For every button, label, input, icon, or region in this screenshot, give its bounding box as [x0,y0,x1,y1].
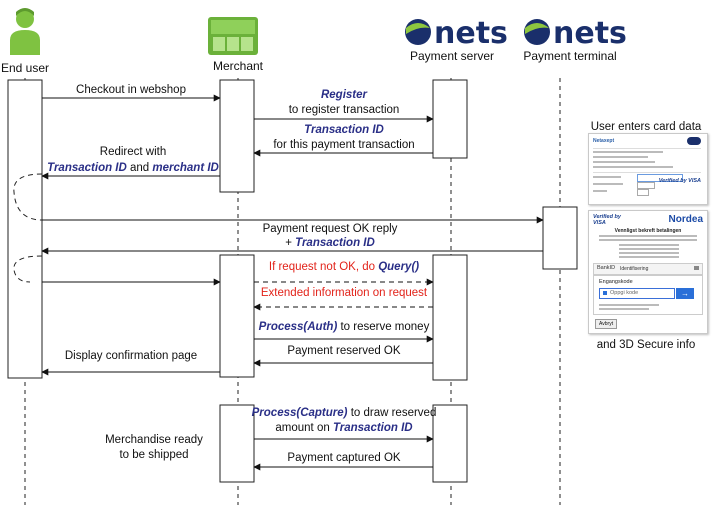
lock-icon [603,291,607,295]
redirect-loop [13,173,43,221]
bankid-label: BankID [597,265,616,271]
nets-logo-server: nets [405,16,508,51]
activation-server-2 [432,254,468,381]
msg-ready-line1: Merchandise ready [105,434,203,446]
payreq-txid: Transaction ID [295,237,375,249]
card-entry-screenshot: Netaxept Verified by VISA [588,133,708,205]
activation-merchant-1 [219,79,255,193]
actor-end-user: End user [1,61,49,75]
placeholder-line [593,156,648,158]
caption-card-data: User enters card data [591,121,702,133]
end-user-icon [10,8,40,55]
verified-by-visa-logo: Verified by VISA [593,214,621,226]
activation-end-user [7,79,43,379]
divider [593,148,701,149]
actor-payment-terminal: Payment terminal [523,49,616,63]
placeholder-line [599,239,697,241]
bankid-bar: BankID Identifisering [593,263,703,275]
expiry-select[interactable] [637,182,655,189]
payreq-plus: + [285,237,295,249]
actor-payment-server: Payment server [410,49,494,63]
capture-amount: amount on [275,422,333,434]
msg-txid-desc: for this payment transaction [273,139,414,151]
msg-captured: Payment captured OK [287,452,400,464]
actor-merchant: Merchant [213,59,264,73]
msg-extended: Extended information on request [261,287,428,299]
netaxept-title: Netaxept [593,138,615,144]
placeholder-line [593,166,673,168]
msg-capture-line1: Process(Capture) to draw reserved [252,407,437,419]
cancel-button[interactable]: Avbryt [595,319,618,329]
redirect-merchant-id: merchant ID [152,162,218,174]
activation-server-3 [432,404,468,483]
form-buttons [653,196,699,200]
nets-logo-text: nets [434,16,508,51]
cvc-input[interactable] [637,189,649,196]
card-number-input[interactable] [637,174,683,182]
divider [593,172,701,173]
msg-confirmation: Display confirmation page [65,350,197,362]
verify-heading: Vennligst bekreft betalingen [614,228,682,234]
placeholder-line [593,183,623,185]
msg-register-desc: to register transaction [289,104,400,116]
placeholder-line [593,176,621,178]
msg-ready-line2: to be shipped [119,449,188,461]
msg-payreq-line1: Payment request OK reply [263,223,398,235]
verified-by-visa-logo: Verified by VISA [658,178,701,184]
msg-query: If request not OK, do Query() [269,261,419,273]
msg-txid-title: Transaction ID [304,124,384,136]
engangskode-label: Engangskode [599,279,633,285]
nets-mini-logo-icon [687,137,701,145]
msg-process-auth: Process(Auth) to reserve money [259,321,430,333]
capture-txid: Transaction ID [333,422,413,434]
placeholder-line [619,244,679,246]
3d-secure-screenshot: Verified by VISA Nordea Vennligst bekref… [588,210,708,334]
redirect-txid: Transaction ID [47,162,127,174]
msg-payreq-line2: + Transaction ID [285,237,375,249]
redirect-and: and [127,162,153,174]
msg-register-title: Register [321,89,368,101]
placeholder-line [599,308,649,310]
placeholder-line [593,190,607,192]
query-call: Query() [378,261,419,273]
activation-merchant-2 [219,254,255,378]
nets-logo-terminal: nets [524,16,627,51]
msg-redirect-line2: Transaction ID and merchant ID [47,162,219,174]
placeholder-line [619,256,679,258]
caption-3d-secure: and 3D Secure info [597,339,695,351]
activation-server-1 [432,79,468,159]
capture-call: Process(Capture) [252,407,348,419]
activation-terminal [542,206,578,270]
nets-logo-text: nets [553,16,627,51]
code-placeholder: Oppgi kode [610,290,639,296]
placeholder-line [599,304,659,306]
nordea-logo: Nordea [668,214,703,225]
bankid-panel: Engangskode Oppgi kode → [593,275,703,315]
placeholder-line [599,235,697,237]
placeholder-line [593,151,663,153]
msg-redirect-line1: Redirect with [100,146,166,158]
menu-icon[interactable] [694,266,699,270]
query-prefix: If request not OK, do [269,261,378,273]
placeholder-line [593,161,655,163]
capture-desc: to draw reserved [348,407,437,419]
msg-capture-line2: amount on Transaction ID [275,422,412,434]
process-auth-desc: to reserve money [337,321,429,333]
msg-reserved: Payment reserved OK [287,345,400,357]
placeholder-line [619,248,679,250]
identify-label: Identifisering [620,265,649,272]
merchant-icon [208,17,258,55]
placeholder-line [619,252,679,254]
activation-merchant-3 [219,404,255,483]
process-auth-call: Process(Auth) [259,321,338,333]
msg-checkout: Checkout in webshop [76,84,186,96]
submit-arrow-button[interactable]: → [676,288,694,299]
one-time-code-input[interactable]: Oppgi kode [599,288,675,299]
